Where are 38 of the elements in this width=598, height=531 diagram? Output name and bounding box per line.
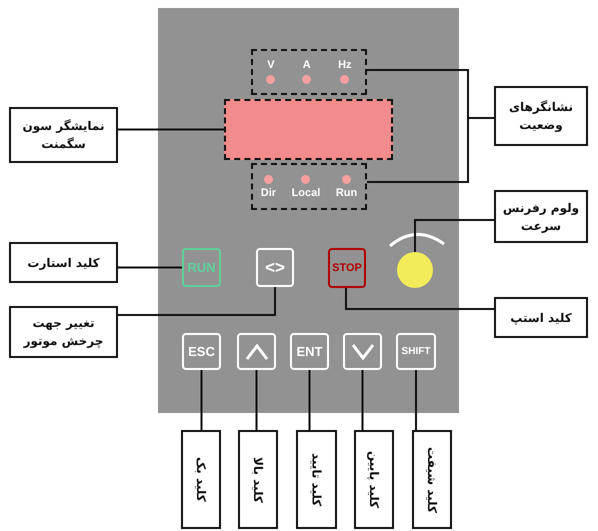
- indicator-group: [251, 163, 367, 210]
- indicator-label: Run: [336, 188, 358, 198]
- callout-label: کلید استارت: [9, 242, 118, 283]
- callout-label: کلید بک: [181, 430, 221, 529]
- keypad-key: STOP: [328, 248, 366, 288]
- leader-line: [345, 288, 494, 310]
- keypad-key: <>: [256, 248, 294, 287]
- callout-label: تغییر جهت چرخش موتور: [9, 306, 118, 358]
- leader-line: [362, 370, 364, 430]
- leader-line: [118, 128, 224, 130]
- keypad-key: RUN: [182, 248, 221, 287]
- callout-label: نمایشگر سون سگمنت: [9, 107, 118, 163]
- leader-line: [308, 370, 310, 430]
- keypad-key: ESC: [182, 333, 221, 370]
- keypad-key: [237, 333, 276, 370]
- callout-label: کلید بالا: [238, 430, 278, 529]
- leader-line: [200, 370, 202, 430]
- callout-label: کلید شیفت: [412, 430, 452, 529]
- leader-line: [256, 370, 258, 430]
- leader-line: [414, 219, 494, 252]
- callout-label: کلید تایید: [296, 430, 337, 529]
- indicator-label: Local: [292, 188, 320, 198]
- callout-label: کلید پایین: [354, 430, 394, 529]
- keypad-key: SHIFT: [396, 333, 436, 370]
- callout-label: نشانگرهای وضعیت: [494, 86, 588, 146]
- keypad-key: [343, 333, 382, 370]
- leader-line: [118, 287, 276, 316]
- callout-label: ولوم رفرنس سرعت: [494, 190, 588, 243]
- callout-label: کلید استپ: [494, 297, 588, 338]
- indicator-label: Dir: [260, 188, 276, 198]
- indicator-label: A: [302, 60, 311, 71]
- leader-line: [415, 370, 417, 430]
- leader-line: [118, 266, 182, 268]
- indicator-label: Hz: [338, 60, 352, 71]
- seven-segment-display: [224, 99, 393, 160]
- indicator-label: V: [267, 60, 275, 71]
- keypad-key: ENT: [290, 333, 329, 370]
- indicator-group: [251, 49, 367, 95]
